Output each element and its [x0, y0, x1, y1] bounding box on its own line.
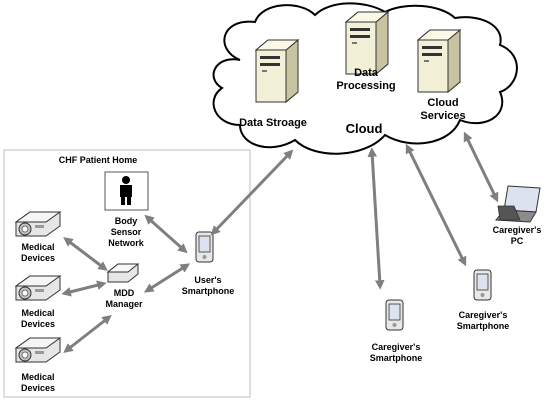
cloud-label: Cloud	[346, 121, 383, 136]
caregiver-smartphone-1-icon	[385, 299, 404, 331]
medical-device-2-label-line1: Medical	[21, 308, 54, 318]
caregiver-smartphone-2-label-line2: Smartphone	[457, 321, 510, 331]
arrow-mdd-phone	[143, 263, 191, 293]
medical-device-3-label-line2: Devices	[21, 383, 55, 393]
cloud-services-label-line1: Cloud	[427, 97, 458, 109]
data-processing-server-icon	[345, 11, 389, 75]
caregiver-smartphone-1-label-line1: Caregiver's	[372, 342, 421, 352]
data-processing-label-line2: Processing	[336, 80, 395, 92]
caregiver-smartphone-2-label-line1: Caregiver's	[459, 310, 508, 320]
cloud-services-label-line2: Services	[420, 110, 465, 122]
users-smartphone-icon	[195, 231, 214, 263]
arrow-phone-cloud	[210, 149, 294, 236]
patient-home-title: CHF Patient Home	[59, 155, 138, 165]
medical-device-2-label-line2: Devices	[21, 319, 55, 329]
arrow-cloud-caregiver-pc	[463, 131, 499, 203]
body-sensor-label-line3: Network	[108, 238, 145, 248]
mdd-manager-icon	[106, 263, 140, 283]
caregiver-pc-label-line1: Caregiver's	[493, 225, 542, 235]
person-icon	[120, 176, 132, 205]
users-smartphone-label-line2: Smartphone	[182, 286, 235, 296]
body-sensor-label-line1: Body	[115, 216, 138, 226]
arrow-cloud-caregiver-phone-1	[367, 147, 385, 290]
data-storage-label: Data Stroage	[239, 117, 307, 129]
body-sensor-label-line2: Sensor	[111, 227, 142, 237]
caregiver-pc-label-line2: PC	[511, 236, 524, 246]
data-storage-server-icon	[255, 39, 299, 103]
mdd-manager-label-line1: MDD	[114, 288, 135, 298]
arrow-device2-mdd	[61, 280, 107, 297]
data-processing-label-line1: Data	[354, 67, 379, 79]
arrow-device3-mdd	[63, 315, 112, 353]
caregiver-smartphone-2-icon	[473, 269, 492, 301]
arrow-cloud-caregiver-phone-2	[405, 143, 467, 267]
mdd-manager-label-line2: Manager	[105, 299, 143, 309]
cloud-services-server-icon	[417, 29, 461, 93]
caregiver-smartphone-1-label-line2: Smartphone	[370, 353, 423, 363]
medical-device-1-label-line1: Medical	[21, 242, 54, 252]
users-smartphone-label-line1: User's	[194, 275, 221, 285]
medical-device-1-label-line2: Devices	[21, 253, 55, 263]
arrow-device1-mdd	[63, 237, 108, 271]
medical-device-3-label-line1: Medical	[21, 372, 54, 382]
arrow-sensor-phone	[144, 214, 188, 254]
caregiver-laptop-icon	[495, 185, 541, 223]
